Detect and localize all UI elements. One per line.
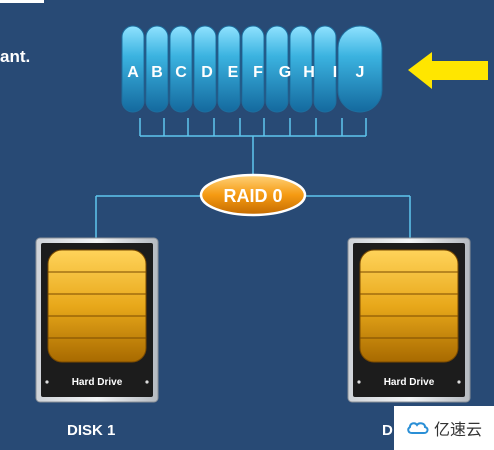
array-bus-lines <box>95 118 411 238</box>
array-cylinder <box>169 25 193 113</box>
raid-label: RAID 0 <box>223 186 282 206</box>
array-letter: D <box>201 64 213 81</box>
hard-drive-label: Hard Drive <box>71 377 123 388</box>
platter-stack <box>359 249 459 363</box>
array-cylinder <box>193 25 217 113</box>
partial-heading-text: ant. <box>0 47 31 66</box>
left-arrow-icon <box>408 52 488 89</box>
disk-1 <box>35 237 159 403</box>
array-cylinder <box>313 25 337 113</box>
platter-stack <box>47 249 147 363</box>
hard-drive-label: Hard Drive <box>383 377 435 388</box>
array-letter: F <box>253 64 263 81</box>
array-cylinder <box>121 25 145 113</box>
array-letter: A <box>127 64 139 81</box>
array-cylinder <box>265 25 289 113</box>
disk-1-caption: DISK 1 <box>67 422 116 439</box>
top-left-rule <box>0 0 44 3</box>
array-cylinder <box>217 25 241 113</box>
array-cylinder <box>145 25 169 113</box>
array-letter: E <box>228 64 239 81</box>
array-cylinder <box>289 25 313 113</box>
array-cylinder <box>337 25 383 113</box>
array-cylinder <box>241 25 265 113</box>
watermark-text: 亿速云 <box>433 422 482 439</box>
array-letter: B <box>151 64 163 81</box>
array-letter: G <box>279 64 291 81</box>
cloud-logo-icon <box>407 422 429 434</box>
disk-2 <box>347 237 471 403</box>
raid-controller: RAID 0 <box>199 173 307 217</box>
array-letter: C <box>175 64 187 81</box>
array-letter: H <box>303 64 315 81</box>
disk-2-caption: D <box>382 422 393 439</box>
watermark-badge: 亿速云 <box>394 406 494 450</box>
array-letter: J <box>356 64 365 81</box>
array-letter: I <box>333 64 337 81</box>
drive-array: A B C D E F G H I J <box>121 25 383 113</box>
